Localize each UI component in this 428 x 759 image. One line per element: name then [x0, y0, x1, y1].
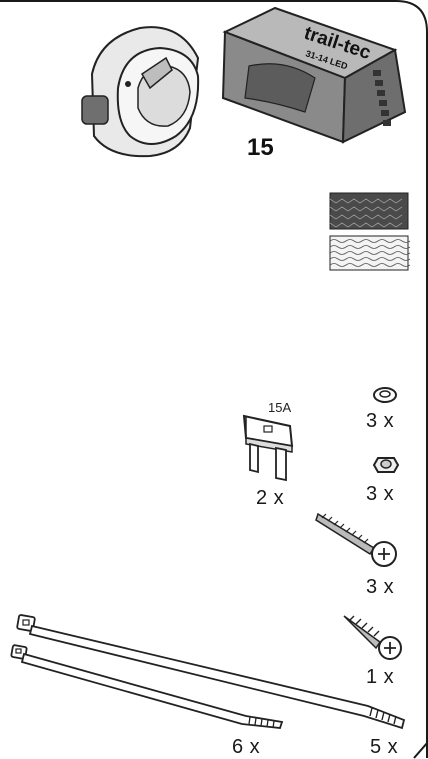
fuse-rating-label: 15A — [268, 400, 292, 415]
fuse-quantity: 2 x — [256, 487, 285, 509]
washer-quantity: 3 x — [366, 410, 395, 432]
trailer-socket-illustration — [81, 26, 200, 158]
bolt-quantity: 3 x — [366, 576, 395, 598]
cable-tie-small-quantity: 6 x — [232, 736, 261, 758]
trail-tec-module-illustration: trail-tec 31-14 LED — [221, 6, 407, 144]
nut-quantity: 3 x — [366, 483, 395, 505]
machine-bolt-icon — [315, 512, 397, 567]
module-connector-pins — [373, 70, 391, 126]
module-part-number: 15 — [247, 134, 274, 161]
screw-quantity: 1 x — [366, 666, 395, 688]
cable-tie-small-illustration — [10, 644, 284, 729]
hex-nut-icon — [372, 457, 400, 473]
cable-tie-large-quantity: 5 x — [370, 736, 399, 758]
blade-fuse-illustration — [242, 414, 294, 482]
cable-tie-large-illustration — [16, 614, 406, 730]
velcro-loop-pad — [329, 235, 411, 271]
velcro-hook-pad — [329, 192, 409, 230]
washer-icon — [373, 387, 397, 403]
wood-screw-icon — [343, 615, 402, 660]
